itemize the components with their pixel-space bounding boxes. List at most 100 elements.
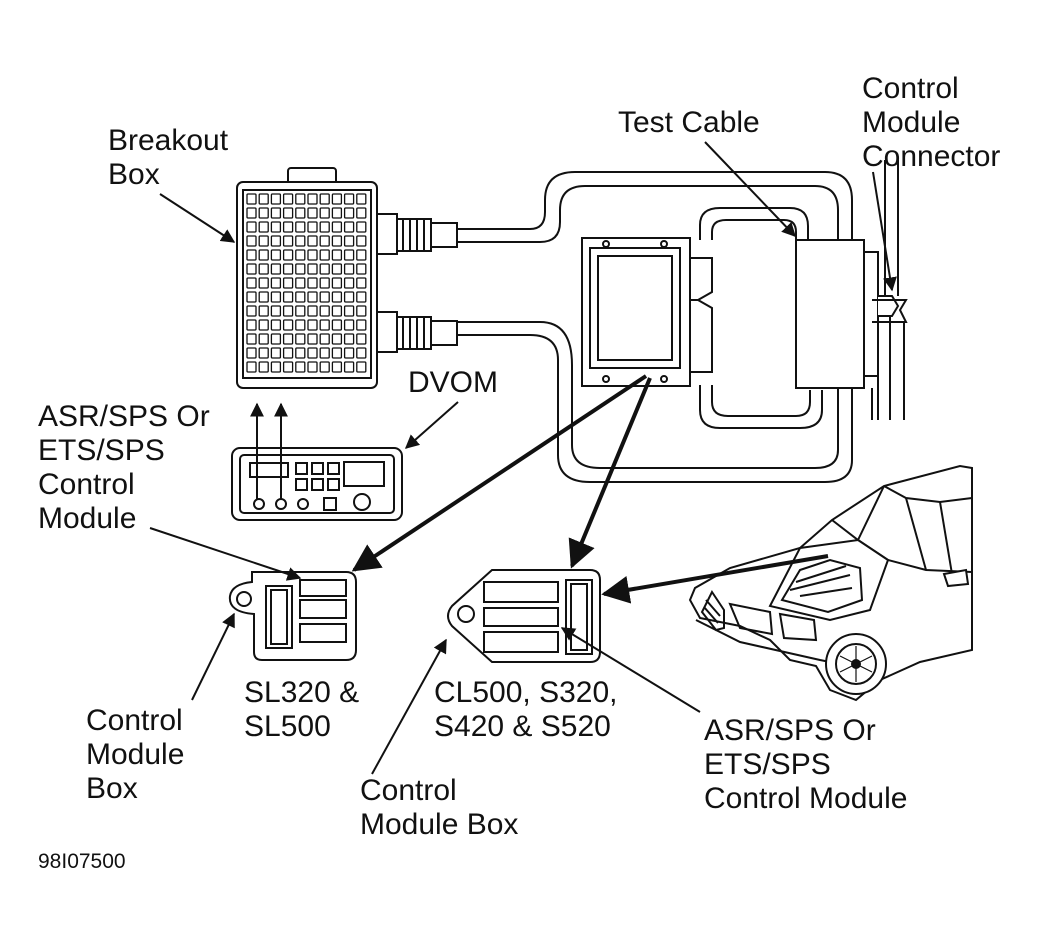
breakout-pin	[258, 193, 269, 205]
label-line: Box	[108, 158, 160, 191]
breakout-pin	[246, 249, 257, 261]
label-line: ASR/SPS Or	[38, 400, 210, 433]
breakout-pin	[282, 347, 294, 359]
breakout-pin	[282, 333, 294, 345]
test-leads	[250, 402, 288, 499]
breakout-pin	[270, 235, 282, 247]
breakout-pin	[331, 305, 343, 317]
breakout-pin	[343, 277, 355, 289]
breakout-pin	[258, 249, 269, 261]
breakout-pin	[331, 263, 343, 275]
label-models-right: CL500, S320, S420 & S520	[434, 676, 617, 744]
breakout-pin	[258, 263, 269, 275]
breakout-pin	[246, 277, 257, 289]
label-line: Connector	[862, 140, 1001, 173]
breakout-pin	[331, 361, 343, 373]
breakout-pin	[343, 291, 355, 303]
breakout-pin	[319, 263, 330, 275]
breakout-pin	[331, 221, 343, 233]
breakout-pin	[343, 361, 355, 373]
breakout-pin	[307, 333, 318, 345]
breakout-pin	[295, 207, 306, 219]
breakout-pin	[295, 333, 306, 345]
label-control-module-box-left: Control Module Box	[86, 704, 184, 806]
breakout-pin	[258, 221, 269, 233]
breakout-pin	[307, 277, 318, 289]
label-line: Box	[86, 772, 138, 805]
breakout-pin	[270, 221, 282, 233]
breakout-pin	[258, 291, 269, 303]
label-line: ETS/SPS	[704, 748, 831, 781]
breakout-pin	[319, 235, 330, 247]
breakout-pin	[258, 235, 269, 247]
breakout-pin	[331, 193, 343, 205]
breakout-pin	[356, 235, 367, 247]
breakout-pin	[307, 249, 318, 261]
breakout-pin	[356, 193, 367, 205]
breakout-pin	[295, 305, 306, 317]
breakout-pin	[319, 207, 330, 219]
breakout-pin	[343, 333, 355, 345]
breakout-pin	[343, 221, 355, 233]
breakout-pin	[343, 263, 355, 275]
breakout-pin	[307, 305, 318, 317]
breakout-pin	[295, 263, 306, 275]
breakout-pin	[270, 291, 282, 303]
breakout-pin	[356, 221, 367, 233]
breakout-pin	[295, 193, 306, 205]
breakout-pin	[356, 361, 367, 373]
label-models-left: SL320 & SL500	[244, 676, 359, 744]
breakout-pin	[331, 235, 343, 247]
breakout-pin	[356, 249, 367, 261]
breakout-pin	[356, 277, 367, 289]
breakout-pin	[246, 235, 257, 247]
breakout-pin	[319, 249, 330, 261]
breakout-pin	[282, 207, 294, 219]
breakout-pin	[258, 277, 269, 289]
breakout-pin	[343, 347, 355, 359]
label-line: Module Box	[360, 808, 519, 841]
breakout-pin	[246, 347, 257, 359]
pointer-arrows	[149, 141, 897, 775]
breakout-pin	[343, 235, 355, 247]
label-line: Module	[86, 738, 185, 771]
breakout-pin	[282, 235, 294, 247]
breakout-pin	[282, 249, 294, 261]
label-line: Module	[862, 106, 961, 139]
label-breakout-box: Breakout Box	[108, 124, 228, 192]
breakout-pin	[246, 319, 257, 331]
breakout-pin	[331, 347, 343, 359]
breakout-pin	[331, 249, 343, 261]
breakout-pin	[270, 277, 282, 289]
breakout-pin	[343, 305, 355, 317]
breakout-pin	[307, 347, 318, 359]
breakout-pin	[270, 263, 282, 275]
label-line: CL500, S320,	[434, 676, 618, 709]
breakout-pin	[356, 347, 367, 359]
breakout-pin	[258, 333, 269, 345]
breakout-pin	[319, 361, 330, 373]
label-line: Control Module	[704, 782, 908, 815]
breakout-pin	[319, 291, 330, 303]
label-line: Control	[38, 468, 135, 501]
breakout-pin	[319, 347, 330, 359]
control-module-box-right	[447, 569, 601, 663]
label-control-module-box-right: Control Module Box	[360, 774, 518, 842]
breakout-pin	[295, 249, 306, 261]
breakout-pin	[246, 207, 257, 219]
breakout-pin	[282, 221, 294, 233]
label-line: Control	[86, 704, 183, 737]
breakout-pin	[343, 207, 355, 219]
breakout-pin	[343, 193, 355, 205]
breakout-pin	[319, 305, 330, 317]
breakout-pin	[307, 235, 318, 247]
breakout-pin	[295, 235, 306, 247]
label-line: Module	[38, 502, 137, 535]
label-asr-sps-left: ASR/SPS Or ETS/SPS Control Module	[38, 400, 210, 536]
breakout-pin	[319, 333, 330, 345]
label-line: ETS/SPS	[38, 434, 165, 467]
breakout-pin	[331, 291, 343, 303]
breakout-pin	[270, 305, 282, 317]
